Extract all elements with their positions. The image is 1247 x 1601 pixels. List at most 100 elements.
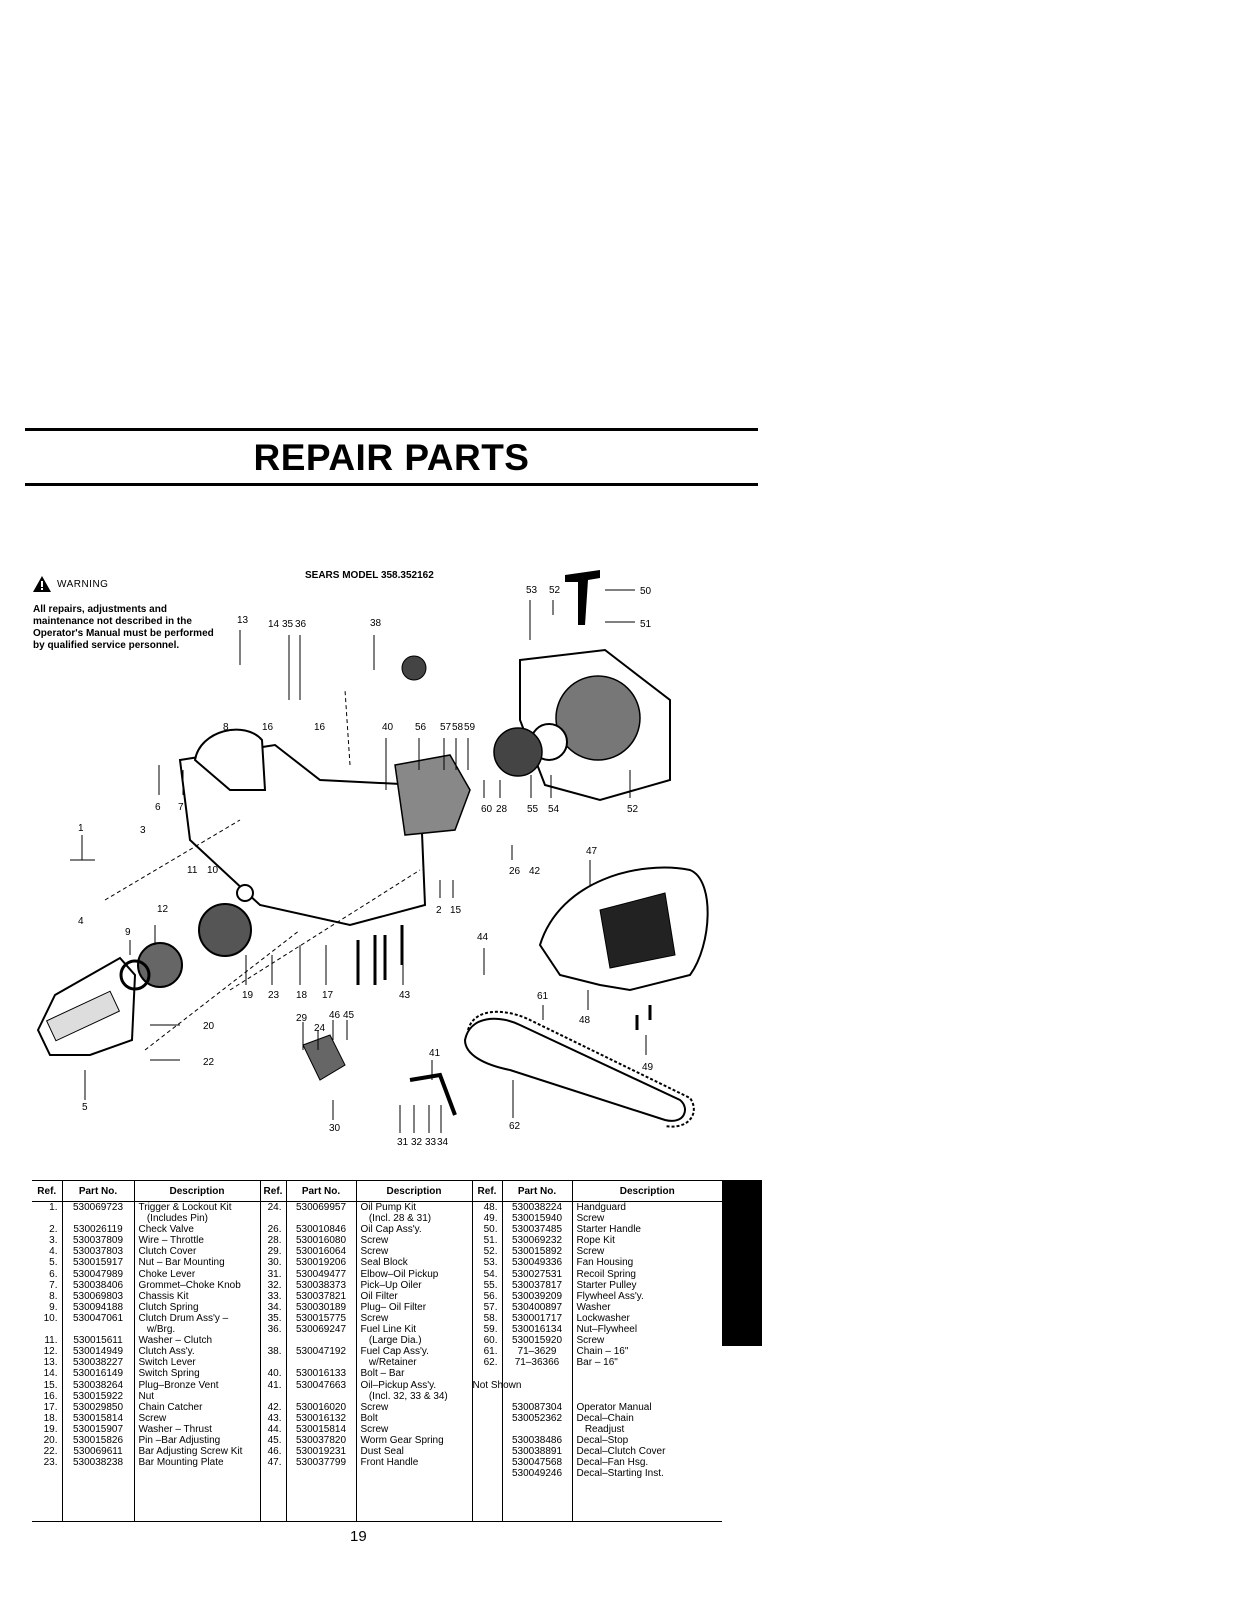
ref-column-1: 1. 2. 3. 4. 5. 6. 7. 8. 9. 10. 11. 12. 1… [32,1201,62,1522]
callout: 9 [125,927,131,938]
top-rule [25,428,758,431]
oil-pump-shape [302,1034,346,1081]
callout: 3 [140,825,146,836]
callout: 41 [429,1048,441,1059]
callout: 54 [548,804,560,815]
col-header-description: Description [355,1180,472,1202]
callout: 2 [436,905,442,916]
callout: 16 [314,722,326,733]
callout: 15 [450,905,462,916]
callout: 49 [642,1062,654,1073]
callout: 6 [155,802,161,813]
parts-table: Ref. Part No. Description Ref. Part No. … [32,1180,722,1522]
flywheel-circle [493,727,543,777]
description-column-2: Oil Pump Kit (Incl. 28 & 31) Oil Cap Ass… [355,1201,472,1522]
callout: 40 [382,722,394,733]
callout: 16 [262,722,274,733]
col-header-description: Description [133,1180,260,1202]
callout: 8 [223,722,229,733]
callout: 60 [481,804,493,815]
ref-column-3: 48. 49. 50. 51. 52. 53. 54. 55. 56. 57. … [471,1201,521,1522]
part-no-column-3: 530038224 530015940 530037485 530069232 … [501,1201,572,1522]
saw-chain-shape [467,1010,695,1128]
fuel-cap-circle [401,655,427,681]
col-header-part-no: Part No. [285,1180,356,1202]
screw-group [356,925,652,1030]
guide-bar-shape [463,1017,686,1122]
callout: 55 [527,804,539,815]
callout: 59 [464,722,476,733]
model-label: SEARS MODEL 358.352162 [305,570,434,581]
callout: 30 [329,1123,341,1134]
warning-box: WARNING All repairs, adjustments and mai… [33,576,228,652]
callout: 52 [549,585,561,596]
callout: 32 [411,1137,423,1148]
col-header-part-no: Part No. [61,1180,134,1202]
callout: 18 [296,990,308,1001]
callout: 7 [178,802,184,813]
callout: 5 [82,1102,88,1113]
description-column-1: Trigger & Lockout Kit (Includes Pin) Che… [133,1201,260,1522]
callout: 34 [437,1137,449,1148]
callout: 53 [526,585,538,596]
callout: 47 [586,846,598,857]
callout: 33 [425,1137,437,1148]
callout: 48 [579,1015,591,1026]
callout: 61 [537,991,549,1002]
handguard-window [599,892,676,969]
title-underline [25,483,758,486]
rear-handle-shape [193,728,267,791]
col-header-ref: Ref. [259,1180,286,1202]
callout: 56 [415,722,427,733]
table-header-row: Ref. Part No. Description Ref. Part No. … [32,1180,722,1202]
side-tab-marker [722,1180,762,1346]
page-title: REPAIR PARTS [253,437,530,478]
col-header-description: Description [571,1180,722,1202]
callout: 13 [237,615,249,626]
callout: 10 [207,865,219,876]
clutch-cover-slot [45,990,121,1042]
col-header-ref: Ref. [471,1180,502,1202]
ref-column-2: 24. 26. 28. 29. 30. 31. 32. 33. 34. 35. … [259,1201,286,1522]
warning-label: WARNING [57,578,109,590]
callout: 20 [203,1021,215,1032]
callout: 51 [640,619,652,630]
callout: 19 [242,990,254,1001]
callout: 36 [295,619,307,630]
clutch-drum-circle [198,903,252,957]
starter-handle-shape [565,570,600,625]
callout: 45 [343,1010,355,1021]
callout: 58 [452,722,464,733]
callout: 23 [268,990,280,1001]
callout: 17 [322,990,334,1001]
callout: 26 [509,866,521,877]
callout: 31 [397,1137,409,1148]
callout: 28 [496,804,508,815]
recoil-starter-circle [555,675,641,761]
callout: 14 [268,619,280,630]
callout: 43 [399,990,411,1001]
oil-pickup-shape [409,1072,457,1116]
callout: 22 [203,1057,215,1068]
warning-triangle-icon [33,576,51,592]
washer-circle [236,884,254,902]
callout: 50 [640,586,652,597]
callout: 42 [529,866,541,877]
callout: 11 [187,865,198,876]
part-no-column-2: 530069957 530010846 530016080 530016064 … [285,1201,356,1522]
callout: 29 [296,1013,308,1024]
callout: 12 [157,904,169,915]
table-row: 1. 2. 3. 4. 5. 6. 7. 8. 9. 10. 11. 12. 1… [32,1201,722,1522]
col-header-part-no: Part No. [501,1180,572,1202]
warning-text: All repairs, adjustments and maintenance… [33,604,214,651]
callout: 44 [477,932,489,943]
callout: 62 [509,1121,521,1132]
callout-leaders [70,589,647,1133]
callout: 35 [282,619,294,630]
cylinder-shape [394,754,471,836]
callout: 24 [314,1023,326,1034]
page-number: 19 [350,1528,367,1545]
callout: 46 [329,1010,341,1021]
callout: 57 [440,722,452,733]
callout: 38 [370,618,382,629]
